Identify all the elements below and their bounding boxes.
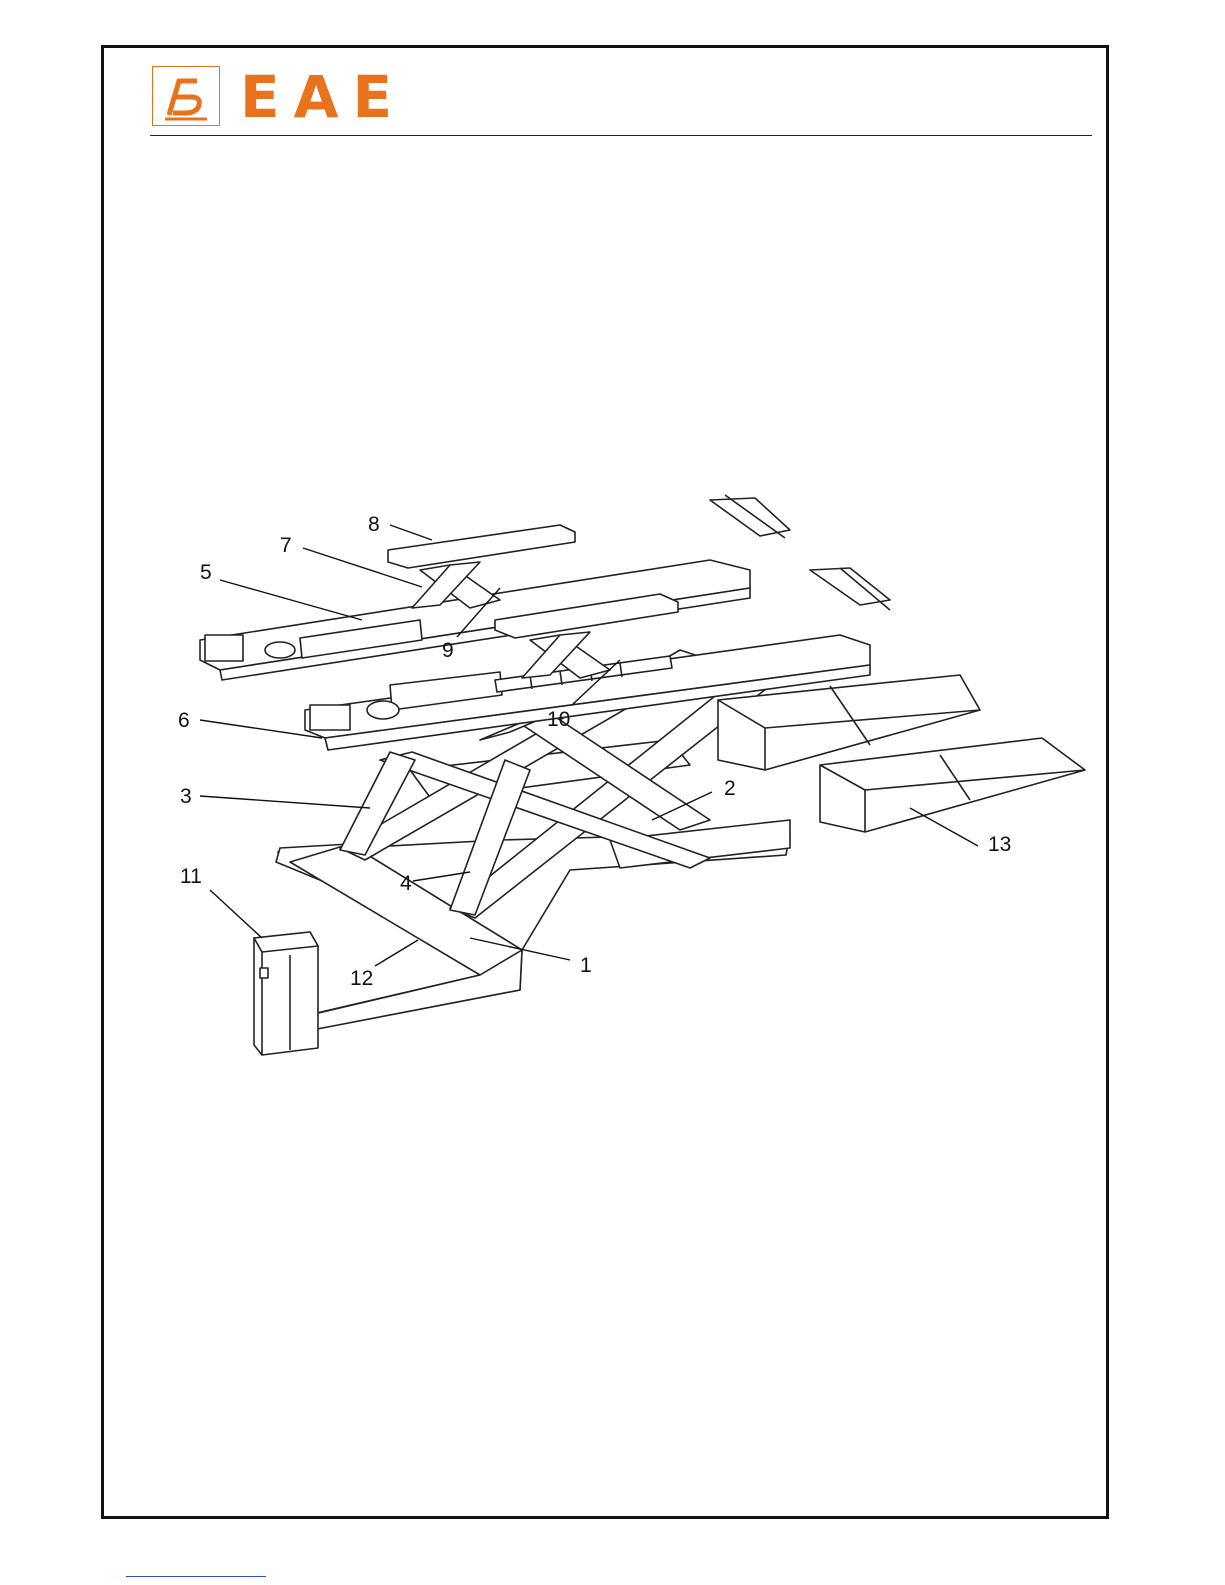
callout-11: 11	[180, 865, 202, 888]
callout-12: 12	[350, 967, 373, 990]
control-cabinet	[254, 932, 318, 1055]
eae-logo-mark	[153, 67, 218, 124]
rear-platform	[200, 495, 790, 680]
callout-3: 3	[180, 785, 192, 808]
scissor-lift-diagram: 1 2 3 4 5 6 7 8 9 10 11 12 13	[150, 470, 1090, 1070]
callout-2: 2	[724, 777, 736, 800]
callout-4: 4	[400, 872, 412, 895]
eae-logo-icon	[152, 66, 220, 126]
callout-13: 13	[988, 833, 1011, 856]
callout-8: 8	[368, 513, 380, 536]
callout-7: 7	[280, 534, 292, 557]
callout-6: 6	[178, 709, 190, 732]
callout-5: 5	[200, 561, 212, 584]
brand-name: EAE	[240, 66, 406, 128]
callout-1: 1	[580, 954, 592, 977]
callout-10: 10	[547, 708, 570, 731]
header-divider	[150, 135, 1092, 136]
lift-drawing: 1 2 3 4 5 6 7 8 9 10 11 12 13	[150, 470, 1090, 1070]
footer-link-underline[interactable]	[126, 1576, 266, 1577]
callout-9: 9	[442, 639, 454, 662]
ramp-front	[820, 738, 1085, 832]
document-header: EAE	[150, 66, 1092, 136]
